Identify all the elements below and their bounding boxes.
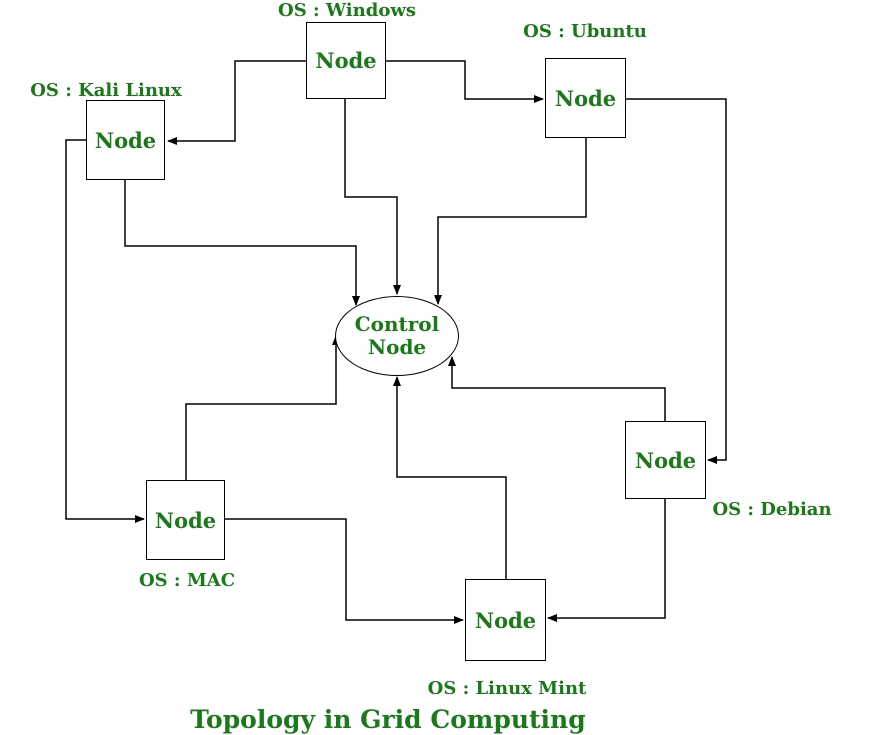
- node-label-linuxmint: Node: [474, 607, 537, 633]
- edge-kali-to-control: [124, 180, 360, 306]
- edge-mac-to-linuxmint: [225, 518, 464, 624]
- node-label-ubuntu: Node: [554, 85, 617, 111]
- control-node-label-line2: Node: [367, 335, 427, 359]
- control-node-label-line1: Control: [354, 312, 440, 336]
- node-box-kali: Node: [86, 100, 165, 180]
- os-label-windows: OS : Windows: [278, 0, 416, 21]
- node-box-linuxmint: Node: [465, 579, 546, 661]
- edge-windows-to-kali: [167, 60, 306, 145]
- node-label-debian: Node: [634, 447, 697, 473]
- edge-ubuntu-to-debian: [626, 98, 727, 464]
- diagram-title: Topology in Grid Computing: [190, 705, 586, 734]
- os-label-kali: OS : Kali Linux: [30, 80, 182, 101]
- edge-ubuntu-to-control: [434, 138, 587, 305]
- os-label-linuxmint: OS : Linux Mint: [427, 678, 587, 699]
- node-box-ubuntu: Node: [545, 58, 626, 138]
- os-label-mac: OS : MAC: [138, 570, 236, 591]
- edge-windows-to-control: [344, 99, 401, 295]
- edge-mac-to-control: [185, 335, 340, 480]
- node-label-kali: Node: [94, 127, 157, 153]
- node-box-windows: Node: [306, 22, 386, 99]
- edge-kali-to-mac: [65, 139, 145, 523]
- control-node-ellipse: Control Node: [335, 296, 459, 376]
- node-box-debian: Node: [625, 421, 706, 499]
- os-label-ubuntu: OS : Ubuntu: [523, 21, 647, 42]
- edge-debian-to-control: [448, 356, 666, 421]
- edge-debian-to-linuxmint: [547, 499, 666, 622]
- node-box-mac: Node: [146, 480, 225, 560]
- edge-windows-to-ubuntu: [386, 60, 544, 103]
- node-label-windows: Node: [315, 48, 377, 73]
- node-label-mac: Node: [154, 507, 217, 533]
- edge-linuxmint-to-control: [393, 376, 507, 579]
- os-label-debian: OS : Debian: [712, 499, 832, 520]
